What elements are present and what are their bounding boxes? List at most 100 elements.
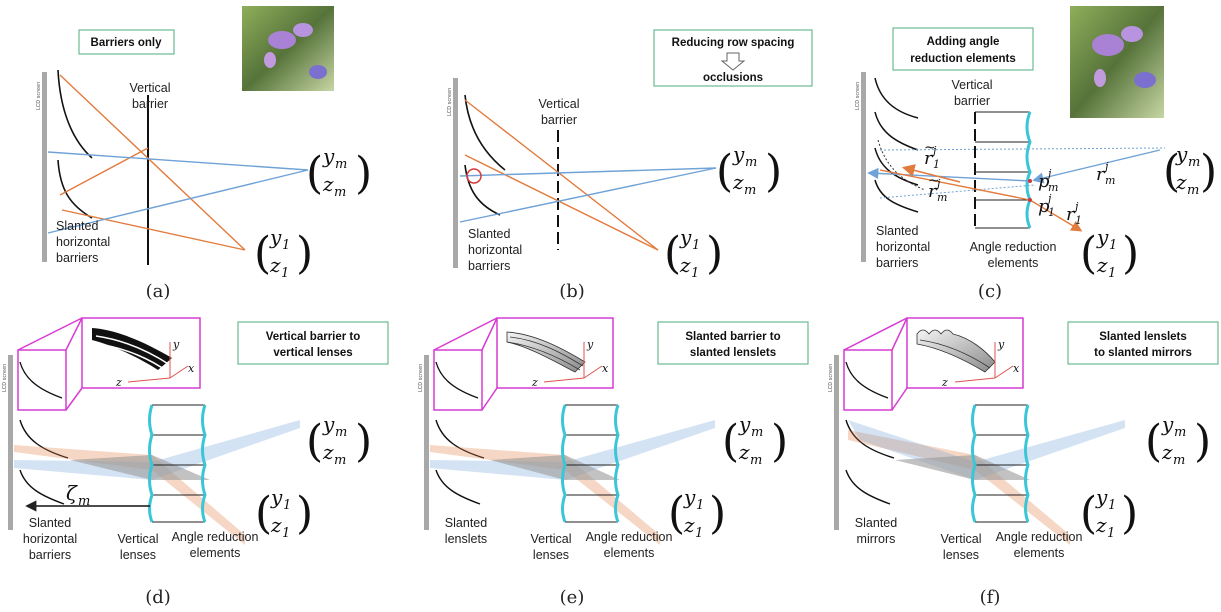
- title-box-line2: vertical lenses: [273, 347, 352, 359]
- svg-text:(: (: [306, 416, 323, 467]
- svg-text:1: 1: [933, 158, 940, 171]
- slanted-barrier: [874, 77, 919, 119]
- svg-text:z: z: [1096, 253, 1108, 277]
- slanted-barrier: [874, 179, 919, 213]
- svg-text:m: m: [1187, 183, 1199, 198]
- angle-reduction-elements: [1025, 111, 1032, 229]
- label-pmj: p m j: [1038, 167, 1058, 194]
- svg-text:m: m: [1173, 453, 1185, 468]
- slanted-mirror: [845, 419, 895, 459]
- svg-text:(: (: [1080, 228, 1097, 279]
- panel-e: LCD screen y z x: [418, 317, 809, 608]
- right-label-2: elements: [190, 546, 241, 560]
- svg-text:j: j: [1102, 160, 1109, 173]
- svg-text:z: z: [531, 376, 538, 389]
- svg-text:z: z: [1095, 513, 1107, 537]
- slanted-label-3: barriers: [56, 251, 98, 265]
- svg-text:r: r: [928, 181, 938, 202]
- point-y1-z1: ( ) y 1 z 1: [1080, 225, 1139, 281]
- svg-text:z: z: [1175, 170, 1187, 194]
- svg-text:y: y: [679, 225, 692, 249]
- svg-text:1: 1: [1048, 206, 1055, 219]
- slanted-barrier: [19, 361, 63, 399]
- ray-orange: [464, 154, 659, 251]
- point-ym-zm: ( ) y m z m: [1163, 142, 1217, 198]
- svg-text:): ): [1194, 416, 1211, 467]
- slanted-lenslet: [435, 361, 479, 399]
- title-box-line2: slanted lenslets: [690, 347, 776, 359]
- svg-text:m: m: [334, 453, 346, 468]
- svg-text:m: m: [1048, 181, 1058, 194]
- lcd-screen-label: LCD screen: [418, 364, 424, 392]
- lcd-screen-label: LCD screen: [447, 88, 453, 116]
- left-label-2: horizontal: [23, 532, 77, 546]
- caption-b: (b): [559, 281, 585, 302]
- svg-text:m: m: [335, 425, 347, 440]
- svg-text:m: m: [1174, 425, 1186, 440]
- point-ym-zm: ( ) y m z m: [716, 142, 782, 198]
- svg-text:z: z: [270, 513, 282, 537]
- svg-text:y: y: [1096, 225, 1109, 249]
- ray-orange: [61, 209, 246, 251]
- svg-text:1: 1: [695, 526, 703, 541]
- svg-text:r: r: [924, 148, 934, 169]
- svg-text:r: r: [1096, 164, 1106, 185]
- down-arrow-icon: [720, 52, 746, 71]
- label-r1j: r 1 j: [1066, 200, 1082, 227]
- svg-text:): ): [706, 228, 723, 279]
- svg-text:y: y: [270, 485, 283, 509]
- svg-text:y: y: [269, 225, 282, 249]
- svg-text:z: z: [732, 170, 744, 194]
- slanted-barrier: [57, 159, 93, 219]
- title-box-label: Barriers only: [91, 37, 163, 49]
- svg-text:(: (: [722, 416, 739, 467]
- svg-text:(: (: [1080, 488, 1097, 539]
- svg-text:z: z: [1161, 440, 1173, 464]
- svg-text:): ): [709, 488, 726, 539]
- point-ym-zm: ( ) y m z m: [1145, 412, 1211, 468]
- slanted-mirror: [845, 469, 891, 505]
- left-label-3: barriers: [29, 548, 71, 562]
- ray-blue-rm-inner: [867, 167, 1031, 182]
- slanted-barrier: [57, 69, 93, 159]
- ray-blue: [459, 167, 717, 223]
- svg-text:x: x: [602, 362, 609, 375]
- svg-text:m: m: [744, 183, 756, 198]
- inset-zoom: y z x: [843, 317, 1024, 411]
- svg-text:1: 1: [1075, 214, 1082, 227]
- dotted-curve: [877, 139, 926, 191]
- ray-orange-tilde: [901, 164, 961, 183]
- lcd-screen-label: LCD screen: [828, 364, 834, 392]
- slanted-barrier: [874, 111, 919, 151]
- slanted-label-2: horizontal: [468, 243, 522, 257]
- svg-text:(: (: [254, 228, 271, 279]
- rendered-image-thumbnail: [242, 6, 334, 91]
- svg-text:y: y: [1095, 485, 1108, 509]
- title-box-line1: Reducing row spacing: [672, 37, 795, 49]
- svg-text:1: 1: [696, 498, 704, 513]
- caption-c: (c): [978, 281, 1002, 302]
- svg-text:y: y: [322, 144, 335, 168]
- svg-text:z: z: [115, 376, 122, 389]
- svg-text:(: (: [668, 488, 685, 539]
- svg-text:y: y: [1161, 412, 1174, 436]
- mid-label-1: Vertical: [531, 532, 572, 546]
- vertical-barrier-label-1: Vertical: [952, 78, 993, 92]
- caption-a: (a): [146, 281, 171, 302]
- slanted-label-3: barriers: [468, 259, 510, 273]
- label-rmj-tilde: ~ r m j: [928, 173, 947, 204]
- svg-text:(: (: [255, 488, 272, 539]
- slanted-label-3: barriers: [876, 256, 918, 270]
- title-box-line2: occlusions: [703, 72, 763, 84]
- lcd-screen: [834, 355, 839, 530]
- point-ym-zm: ( ) y m z m: [306, 412, 372, 468]
- vertical-barrier-label-1: Vertical: [539, 97, 580, 111]
- mid-label-1: Vertical: [941, 532, 982, 546]
- svg-text:m: m: [1105, 174, 1115, 187]
- point-y1-z1: ( ) y 1 z 1: [664, 225, 723, 281]
- svg-text:j: j: [930, 144, 937, 157]
- slanted-lenslet: [435, 469, 481, 505]
- svg-text:j: j: [934, 177, 941, 190]
- svg-text:1: 1: [282, 526, 290, 541]
- beam-gray: [70, 455, 210, 480]
